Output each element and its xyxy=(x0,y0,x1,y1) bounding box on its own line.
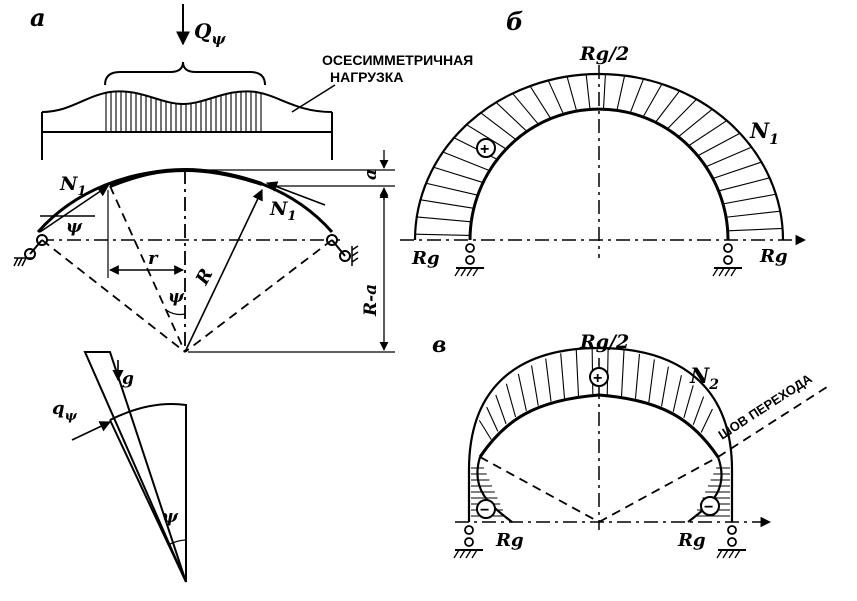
n1-left-arrow xyxy=(39,185,109,233)
a-label: a xyxy=(361,169,381,180)
panel-v-right-minus-circle xyxy=(700,496,720,516)
panel-a-tag: а xyxy=(30,3,46,32)
panel-v-left-label: Rg xyxy=(495,530,524,551)
panel-b-tag: б xyxy=(506,7,523,36)
panel-v-n-label: N2 xyxy=(689,363,719,393)
panel-v-hatching xyxy=(471,348,730,517)
panel-b-right-support xyxy=(712,243,742,277)
note-leader xyxy=(291,84,336,113)
psi-left-label: ψ xyxy=(66,217,83,237)
r-label: r xyxy=(148,248,159,269)
panel-b-inner-arc xyxy=(468,107,730,241)
panel-v-right-lobe xyxy=(687,456,723,523)
n1-right-label: N1 xyxy=(269,198,296,224)
panel-b-plus-circle xyxy=(476,138,496,158)
panel-b-top-label: Rg/2 xyxy=(579,43,629,65)
psi-bottom-label: ψ xyxy=(162,507,179,527)
q-arrow xyxy=(71,421,112,441)
g-label: g xyxy=(122,369,134,389)
panel-a: а Qψ ОСЕСИММЕТРИЧНАЯ НАГРУЗКА N1 ψ xyxy=(13,3,473,583)
psi-mid-label: ψ xyxy=(168,287,185,307)
q-label: qψ xyxy=(52,398,78,424)
psi-bottom-arc xyxy=(167,539,187,546)
panel-v-right-minus: − xyxy=(704,499,713,516)
panel-b-hatching xyxy=(415,74,783,236)
n1-right-arrow xyxy=(265,181,326,206)
psi-mid-arc xyxy=(165,309,186,316)
panel-b: б Rg/2 + N1 Rg Rg xyxy=(400,7,807,277)
panel-v-left-lobe xyxy=(476,456,513,523)
panel-v-plus-sign: + xyxy=(593,370,602,387)
panel-b-left-label: Rg xyxy=(411,248,440,269)
panel-v-seam-lines xyxy=(479,384,831,523)
load-hatching xyxy=(105,91,262,132)
panel-v-outer-arc xyxy=(467,346,734,522)
panel-b-right-label: Rg xyxy=(759,246,788,267)
R-minus-a-label: R-a xyxy=(361,284,381,317)
panel-b-plus-sign: + xyxy=(480,141,489,158)
left-support xyxy=(13,234,48,267)
load-label: Qψ xyxy=(194,19,226,48)
panel-v-seam-label: ШОВ ПЕРЕХОДА xyxy=(715,371,815,443)
load-brace xyxy=(104,61,266,86)
panel-v: в Rg/2 ШОВ ПЕРЕХОДА + N2 − − xyxy=(432,331,831,559)
panel-v-left-minus: − xyxy=(480,502,489,519)
element-sketch xyxy=(71,351,187,583)
R-arrow xyxy=(184,188,263,353)
load-note-line1: ОСЕСИММЕТРИЧНАЯ xyxy=(322,52,473,68)
R-label: R xyxy=(191,265,217,289)
panel-v-left-support xyxy=(453,525,483,559)
panel-v-tag: в xyxy=(432,332,446,358)
n1-left-label: N1 xyxy=(59,173,86,199)
panel-v-right-label: Rg xyxy=(677,530,706,551)
panel-v-left-minus-circle xyxy=(476,499,496,519)
arch-top-bold xyxy=(109,167,263,188)
panel-v-right-support xyxy=(716,525,746,559)
load-note-line2: НАГРУЗКА xyxy=(330,69,403,85)
panel-v-plus-circle xyxy=(589,367,609,387)
load-profile-curve xyxy=(41,90,333,113)
panel-b-left-support xyxy=(454,243,484,277)
panel-b-n-label: N1 xyxy=(749,118,779,148)
